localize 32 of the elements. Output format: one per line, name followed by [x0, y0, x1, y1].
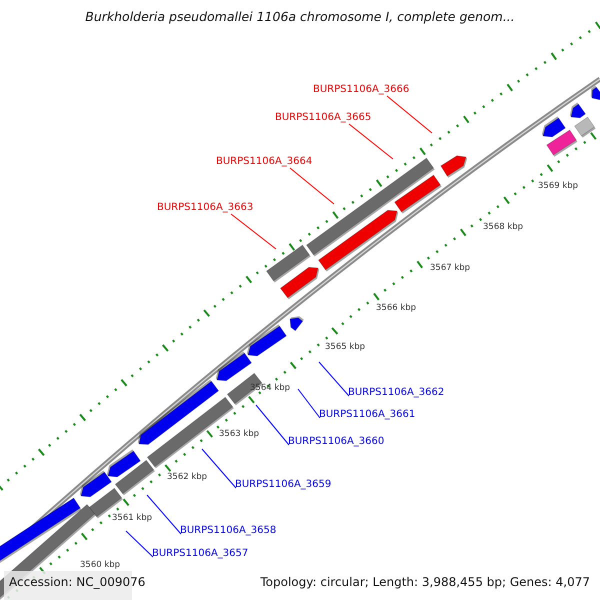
- tick-label: 3562 kbp: [167, 472, 208, 482]
- tick-label: 3569 kbp: [538, 181, 578, 191]
- tick-label: 3561 kbp: [112, 513, 152, 523]
- tick-label: 3567 kbp: [430, 263, 470, 273]
- tick-label: 3566 kbp: [376, 303, 416, 313]
- accession-text: Accession: NC_009076: [9, 575, 146, 589]
- leader-line: [256, 404, 290, 446]
- gene-label: BURPS1106A_3662: [348, 387, 444, 399]
- gene-label: BURPS1106A_3663: [157, 202, 254, 214]
- gene-label: BURPS1106A_3661: [319, 409, 416, 421]
- tick-label: 3563 kbp: [219, 429, 260, 439]
- gene-label: BURPS1106A_3660: [288, 436, 384, 448]
- gene-label: BURPS1106A_3664: [216, 156, 312, 168]
- genome-info-text: Topology: circular; Length: 3,988,455 bp; Genes: 4,077: [260, 575, 590, 589]
- tick-label: 3565 kbp: [325, 342, 366, 352]
- gene-label: BURPS1106A_3658: [180, 525, 276, 537]
- leader-line: [202, 448, 236, 488]
- tick-label: 3568 kbp: [483, 222, 524, 232]
- leader-line: [298, 388, 320, 418]
- gene-label: BURPS1106A_3665: [275, 112, 372, 124]
- leader-line: [146, 494, 182, 534]
- leader-line: [348, 124, 394, 160]
- leader-line: [386, 96, 432, 134]
- leader-line: [126, 530, 154, 558]
- gene-label: BURPS1106A_3657: [152, 548, 248, 560]
- chart-title: Burkholderia pseudomallei 1106a chromosome I, complete genom...: [84, 9, 516, 24]
- leader-line: [290, 168, 334, 204]
- gene-label: BURPS1106A_3659: [235, 479, 332, 491]
- gene-label: BURPS1106A_3666: [313, 84, 410, 96]
- tick-label: 3560 kbp: [80, 560, 120, 570]
- leader-line: [318, 362, 350, 396]
- leader-line: [230, 214, 276, 250]
